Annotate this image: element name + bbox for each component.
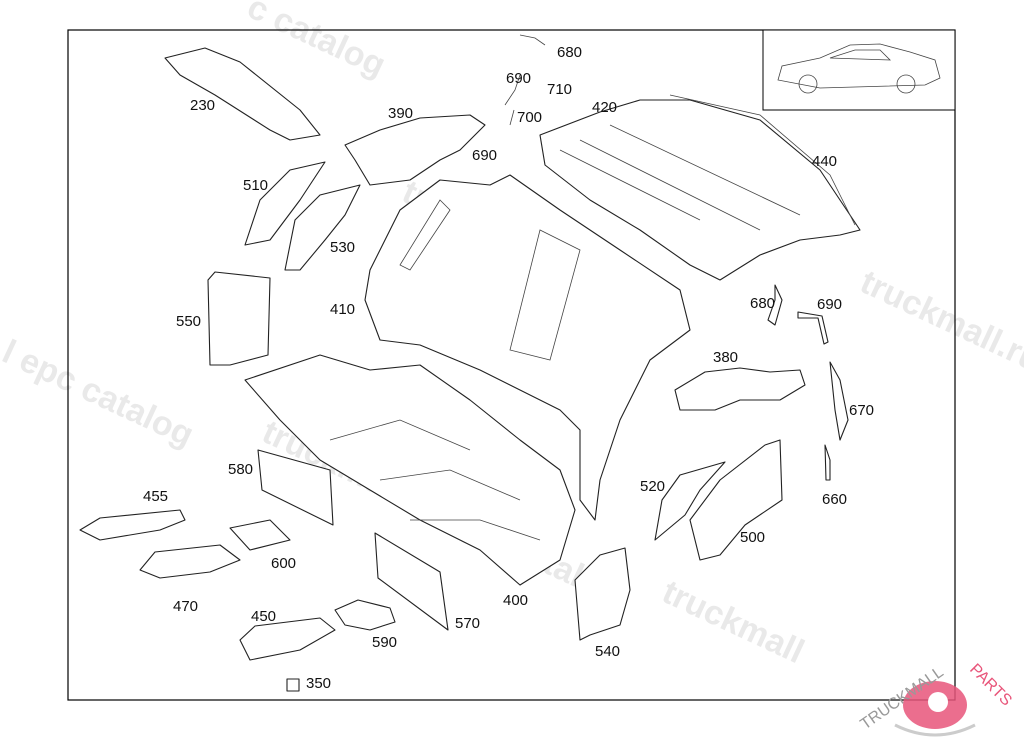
part-label-400[interactable]: 400 (503, 592, 528, 609)
part-label-455[interactable]: 455 (143, 488, 168, 505)
part-label-450[interactable]: 450 (251, 608, 276, 625)
part-label-570[interactable]: 570 (455, 615, 480, 632)
part-label-590[interactable]: 590 (372, 634, 397, 651)
part-420-440 (539, 99, 861, 281)
part-450 (239, 617, 336, 661)
part-470 (139, 544, 241, 579)
part-590 (334, 599, 396, 631)
part-230 (164, 47, 321, 141)
part-label-600[interactable]: 600 (271, 555, 296, 572)
part-660 (824, 444, 831, 481)
part-510 (244, 161, 326, 246)
part-labels: 230 390 680 690 710 700 420 690 440 510 530 410 550 6… (143, 44, 874, 692)
part-380 (674, 367, 806, 411)
part-label-680[interactable]: 680 (750, 295, 775, 312)
part-500 (689, 439, 783, 561)
part-label-680[interactable]: 680 (557, 44, 582, 61)
part-390 (344, 114, 486, 186)
part-label-440[interactable]: 440 (812, 153, 837, 170)
part-label-660[interactable]: 660 (822, 491, 847, 508)
part-label-230[interactable]: 230 (190, 97, 215, 114)
watermark-text: l epc catalog (0, 333, 199, 454)
part-label-520[interactable]: 520 (640, 478, 665, 495)
part-520 (654, 461, 726, 541)
part-label-500[interactable]: 500 (740, 529, 765, 546)
car-inset (762, 29, 956, 111)
part-label-670[interactable]: 670 (849, 402, 874, 419)
watermark-text: truckmall.ru e (855, 263, 1024, 392)
part-455 (79, 509, 186, 541)
part-label-580[interactable]: 580 (228, 461, 253, 478)
part-label-510[interactable]: 510 (243, 177, 268, 194)
part-label-350[interactable]: 350 (306, 675, 331, 692)
part-label-470[interactable]: 470 (173, 598, 198, 615)
part-690-right (797, 311, 829, 345)
watermark-text: c catalog (242, 0, 392, 85)
part-label-420[interactable]: 420 (592, 99, 617, 116)
part-530 (284, 184, 361, 271)
part-570 (374, 532, 449, 631)
part-label-690[interactable]: 690 (472, 147, 497, 164)
part-400 (244, 354, 576, 586)
logo-text-red: PARTS (966, 661, 1015, 710)
part-label-700[interactable]: 700 (517, 109, 542, 126)
watermark-text: truckmall (657, 573, 810, 671)
part-label-530[interactable]: 530 (330, 239, 355, 256)
part-580 (257, 449, 334, 526)
part-label-390[interactable]: 390 (388, 105, 413, 122)
parts-drawings (79, 34, 861, 692)
part-label-410[interactable]: 410 (330, 301, 355, 318)
part-410 (364, 174, 691, 521)
part-670 (829, 361, 849, 441)
part-350 (286, 678, 300, 692)
diagram-frame (67, 29, 956, 701)
part-label-690[interactable]: 690 (506, 70, 531, 87)
truckmall-parts-logo: TRUCKMALL PARTS (858, 661, 1015, 737)
part-label-380[interactable]: 380 (713, 349, 738, 366)
part-label-710[interactable]: 710 (547, 81, 572, 98)
part-label-550[interactable]: 550 (176, 313, 201, 330)
part-550 (207, 271, 271, 366)
part-540 (574, 547, 631, 641)
part-label-690[interactable]: 690 (817, 296, 842, 313)
part-680-right (767, 284, 783, 326)
part-600 (229, 519, 291, 551)
part-label-540[interactable]: 540 (595, 643, 620, 660)
